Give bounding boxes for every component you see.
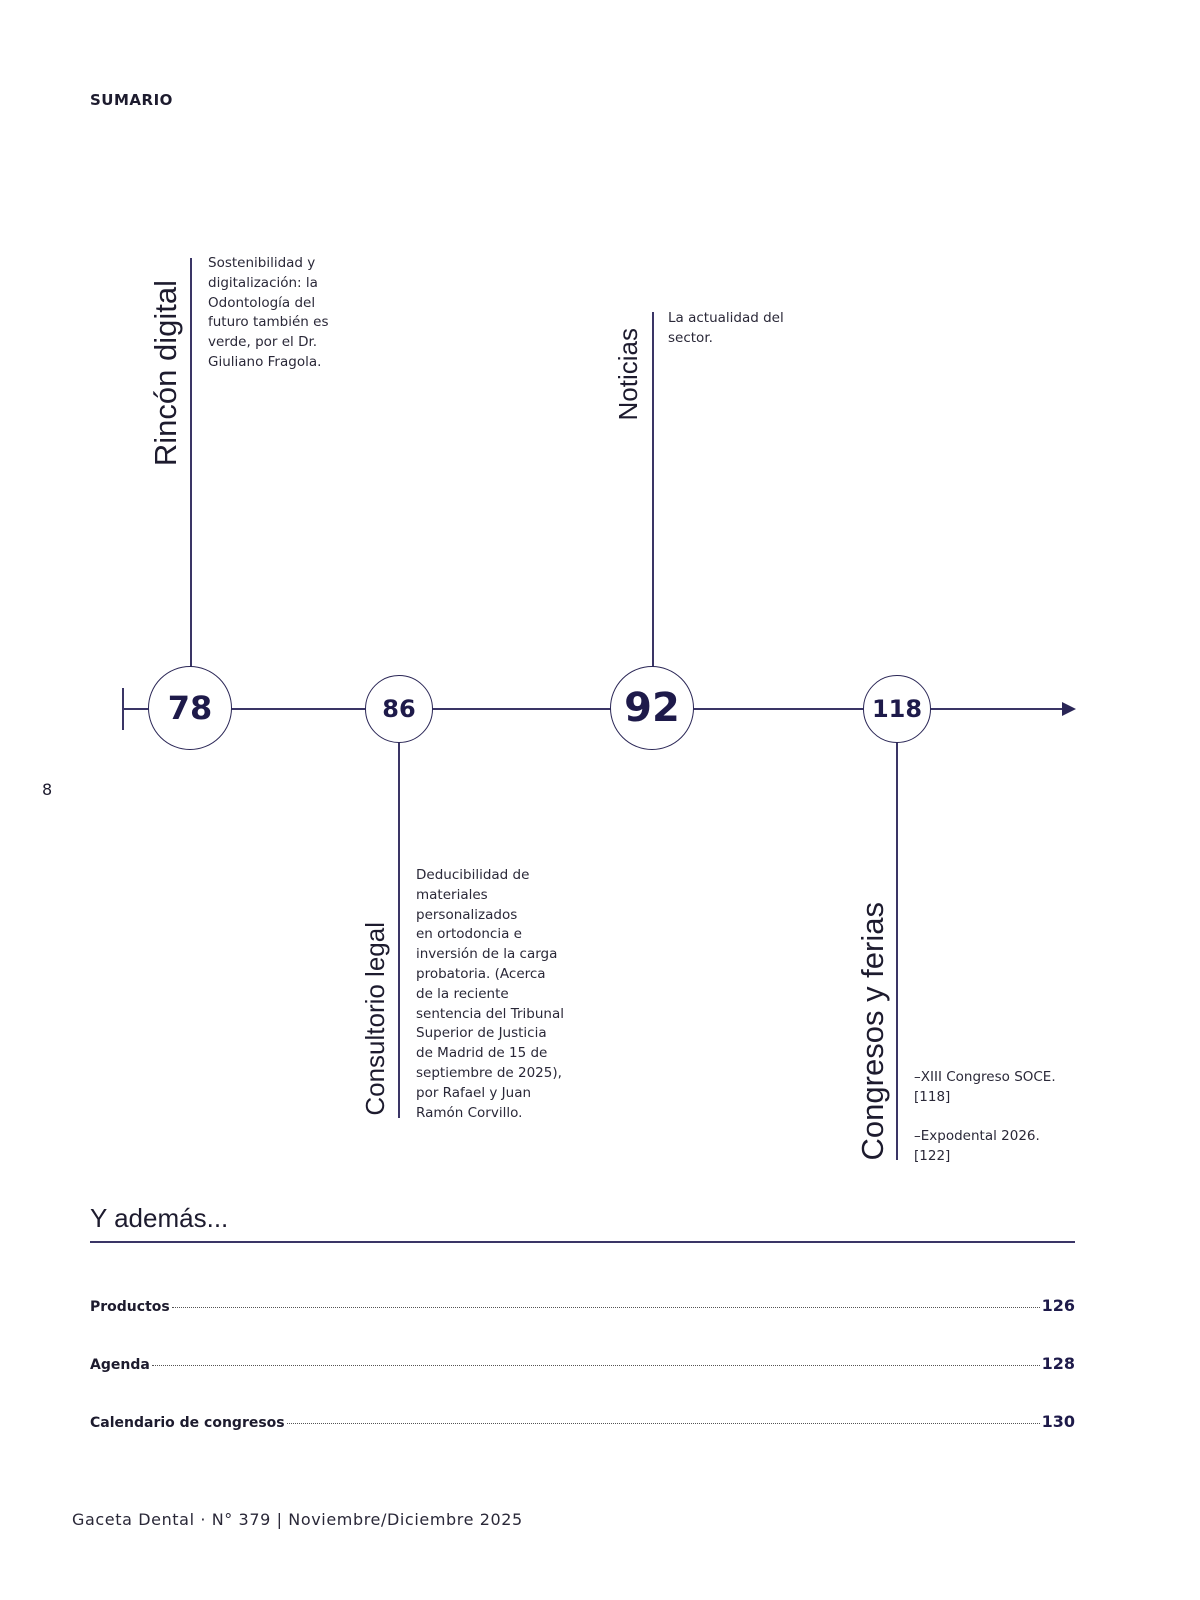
timeline-start-tick — [122, 688, 124, 730]
toc-leader — [286, 1423, 1040, 1424]
footer-publication: Gaceta Dental · N° 379 | Noviembre/Dicie… — [72, 1510, 523, 1529]
congress-item: –XIII Congreso SOCE. — [914, 1069, 1056, 1085]
toc-label: Calendario de congresos — [90, 1415, 285, 1431]
description-line: digitalización: la — [208, 274, 318, 291]
description-line: Deducibilidad de — [416, 867, 530, 883]
description-line: en ortodoncia e — [416, 926, 522, 943]
divider — [90, 1241, 1075, 1243]
toc-label: Productos — [90, 1299, 170, 1315]
toc-label: Agenda — [90, 1357, 150, 1373]
description-line: de Madrid de 15 de — [416, 1045, 548, 1062]
description-line: sentencia del Tribunal — [416, 1005, 564, 1022]
page-circle-92[interactable]: 92 — [610, 666, 694, 750]
toc-leader — [151, 1365, 1040, 1366]
description-line: materiales — [416, 886, 488, 903]
connector-92 — [652, 312, 654, 668]
description-line: Sostenibilidad y — [208, 255, 316, 271]
description-line: probatoria. (Acerca — [416, 965, 546, 982]
description-line: verde, por el Dr. — [208, 334, 318, 351]
description-line: Giuliano Fragola. — [208, 353, 322, 370]
connector-78 — [190, 258, 192, 668]
description-line: Odontología del — [208, 294, 316, 311]
description-consultorio-legal: Deducibilidad de materiales personalizad… — [416, 866, 564, 1123]
description-noticias: La actualidad del sector. — [668, 309, 784, 349]
description-line: La actualidad del — [668, 310, 784, 326]
arrow-right-icon — [1062, 702, 1076, 716]
description-congresos: –XIII Congreso SOCE. [118] –Expodental 2… — [914, 1068, 1056, 1167]
congress-item: –Expodental 2026. — [914, 1128, 1040, 1145]
section-title-noticias: Noticias — [613, 327, 643, 420]
description-rincon-digital: Sostenibilidad y digitalización: la Odon… — [208, 254, 329, 373]
timeline-axis — [123, 708, 1068, 710]
page-circle-86[interactable]: 86 — [365, 675, 433, 743]
toc-page: 126 — [1041, 1296, 1075, 1315]
toc-entry-agenda[interactable]: Agenda 128 — [90, 1354, 1075, 1373]
toc-leader — [171, 1307, 1040, 1308]
page-circle-78[interactable]: 78 — [148, 666, 232, 750]
page-number: 8 — [42, 780, 53, 799]
toc-entry-productos[interactable]: Productos 126 — [90, 1296, 1075, 1315]
congress-item-page: [122] — [914, 1148, 951, 1165]
description-line: sector. — [668, 329, 713, 346]
page-circle-118[interactable]: 118 — [863, 675, 931, 743]
toc-page: 130 — [1041, 1412, 1075, 1431]
section-header: SUMARIO — [90, 91, 173, 109]
toc-entry-calendario[interactable]: Calendario de congresos 130 — [90, 1412, 1075, 1431]
description-line: de la reciente — [416, 985, 509, 1002]
connector-118 — [896, 742, 898, 1160]
description-line: futuro también es — [208, 314, 329, 331]
description-line: septiembre de 2025), — [416, 1064, 562, 1081]
connector-86 — [398, 742, 400, 1118]
description-line: inversión de la carga — [416, 946, 558, 963]
section-title-consultorio-legal: Consultorio legal — [360, 922, 390, 1116]
description-line: Ramón Corvillo. — [416, 1104, 523, 1121]
description-line: personalizados — [416, 906, 518, 923]
congress-item-page: [118] — [914, 1088, 951, 1105]
toc-page: 128 — [1041, 1354, 1075, 1373]
section-title-rincon-digital: Rincón digital — [148, 279, 183, 466]
ademas-title: Y además... — [90, 1203, 229, 1233]
description-line: Superior de Justicia — [416, 1025, 547, 1042]
section-title-congresos: Congresos y ferias — [855, 901, 890, 1160]
description-line: por Rafael y Juan — [416, 1084, 532, 1101]
